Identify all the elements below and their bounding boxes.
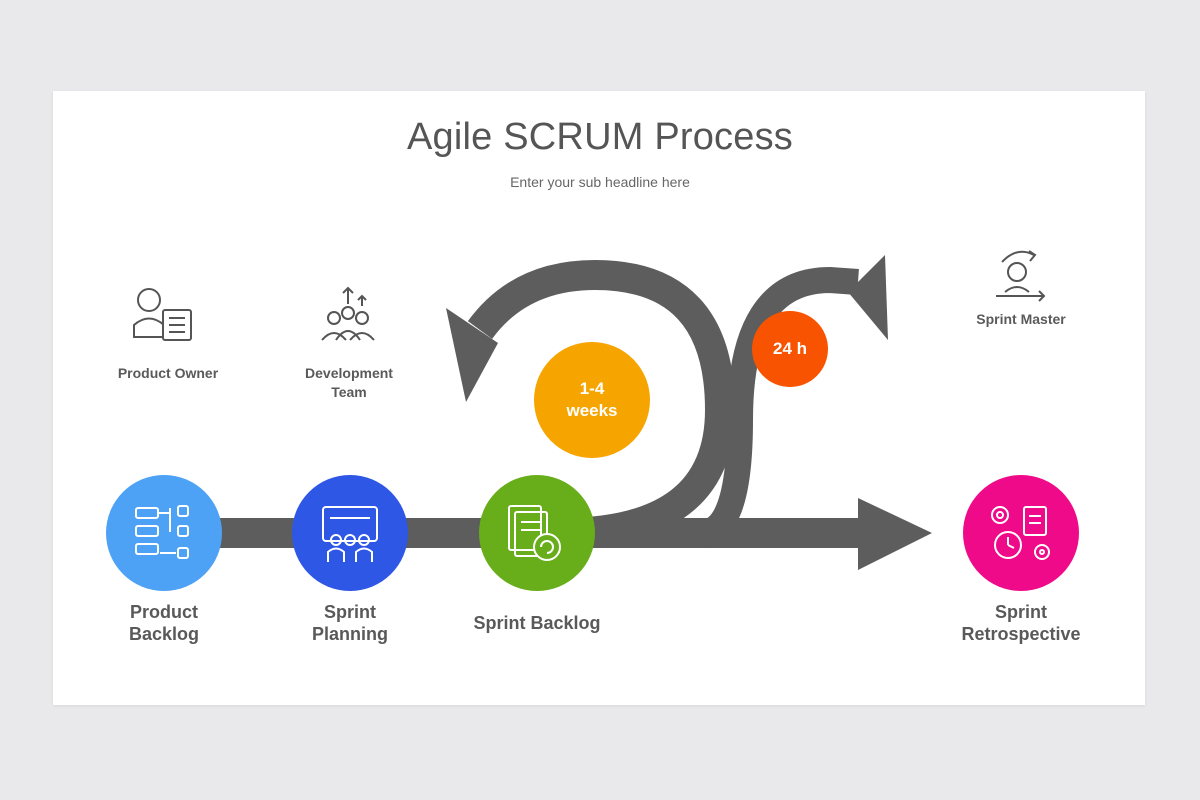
step-label-sprint-planning: Sprint Planning (312, 602, 388, 644)
backlog-list-icon (135, 505, 189, 559)
role-label-product-owner: Product Owner (117, 365, 219, 381)
gears-document-icon (991, 506, 1050, 560)
page-subtitle: Enter your sub headline here (510, 174, 690, 190)
daily-text: 24 h (772, 339, 808, 358)
daily-loop-arrowhead (848, 255, 888, 340)
sprint-backlog-circle (479, 475, 595, 591)
role-label-sprint-master: Sprint Master (976, 311, 1066, 327)
step-label-sprint-backlog: Sprint Backlog (473, 613, 601, 633)
role-label-development-team: Development Team (305, 365, 393, 400)
timeline-arrowhead (858, 498, 932, 570)
sprint-loop-arc (467, 259, 736, 548)
development-team-icon (321, 286, 375, 341)
daily-loop-arc (699, 266, 859, 546)
sprint-length-text: 1-4 weeks (566, 379, 618, 420)
daily-badge (752, 311, 828, 387)
sprint-length-badge (534, 342, 650, 458)
document-cycle-icon (508, 505, 561, 561)
product-owner-icon (133, 288, 192, 341)
sprint-master-icon (996, 250, 1046, 302)
step-label-sprint-retrospective: Sprint Retrospective (961, 602, 1081, 644)
sprint-loop-arrowhead (446, 308, 498, 402)
step-label-product-backlog: Product Backlog (128, 602, 200, 644)
product-backlog-circle (106, 475, 222, 591)
page-title: Agile SCRUM Process (406, 116, 793, 158)
sprint-retrospective-circle (963, 475, 1079, 591)
sprint-planning-circle (292, 475, 408, 591)
planning-board-icon (322, 506, 378, 562)
